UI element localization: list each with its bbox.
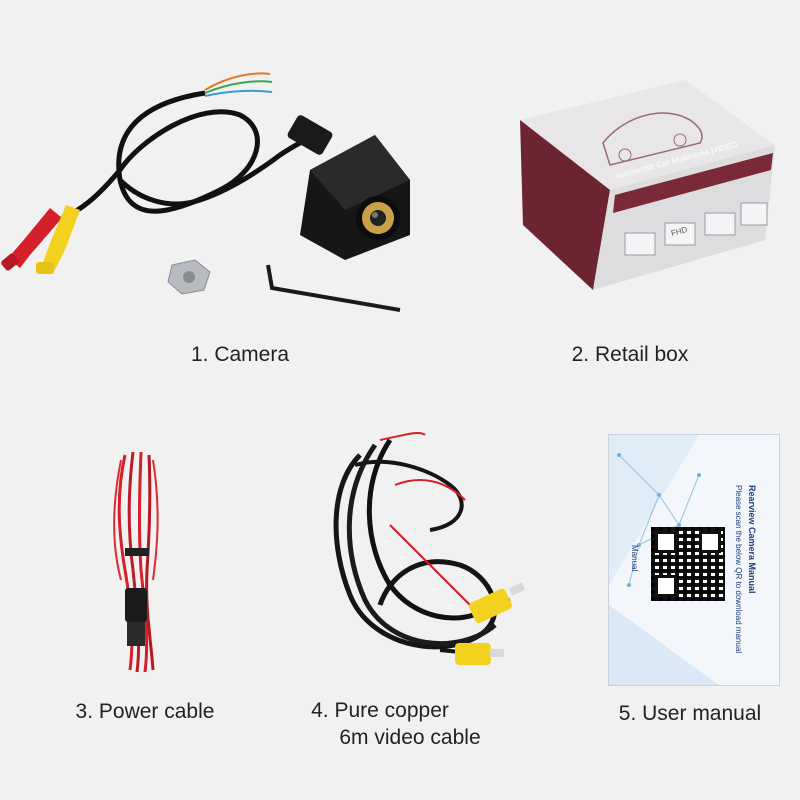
item-4-caption-line1: 4. Pure copper — [311, 699, 449, 722]
video-cable-image — [333, 431, 526, 665]
retail-box-image — [520, 80, 775, 290]
item-5-caption: 5. User manual — [618, 702, 762, 725]
manual-side-label: Manual — [630, 545, 639, 572]
power-cable-panel — [95, 440, 190, 680]
qr-code — [651, 527, 725, 601]
item-2-caption: 2. Retail box — [571, 343, 689, 366]
user-manual-panel: Rearview Camera Manual Please scan the b… — [608, 434, 780, 686]
power-cable-image — [113, 451, 159, 673]
item-3-caption: 3. Power cable — [75, 700, 215, 723]
video-cable-panel — [320, 425, 540, 675]
manual-subtitle: Please scan the below QR to download man… — [734, 485, 743, 654]
item-1-caption: 1. Camera — [190, 343, 290, 366]
retail-box-panel: Automobile Car Multimedia |VIDEO FHD — [515, 75, 780, 295]
camera-panel — [0, 60, 420, 320]
manual-title: Rearview Camera Manual — [747, 485, 757, 594]
manual-network-graphic — [609, 435, 719, 685]
camera-image — [1, 72, 410, 312]
item-4-caption-line2: 6m video cable — [339, 726, 481, 749]
